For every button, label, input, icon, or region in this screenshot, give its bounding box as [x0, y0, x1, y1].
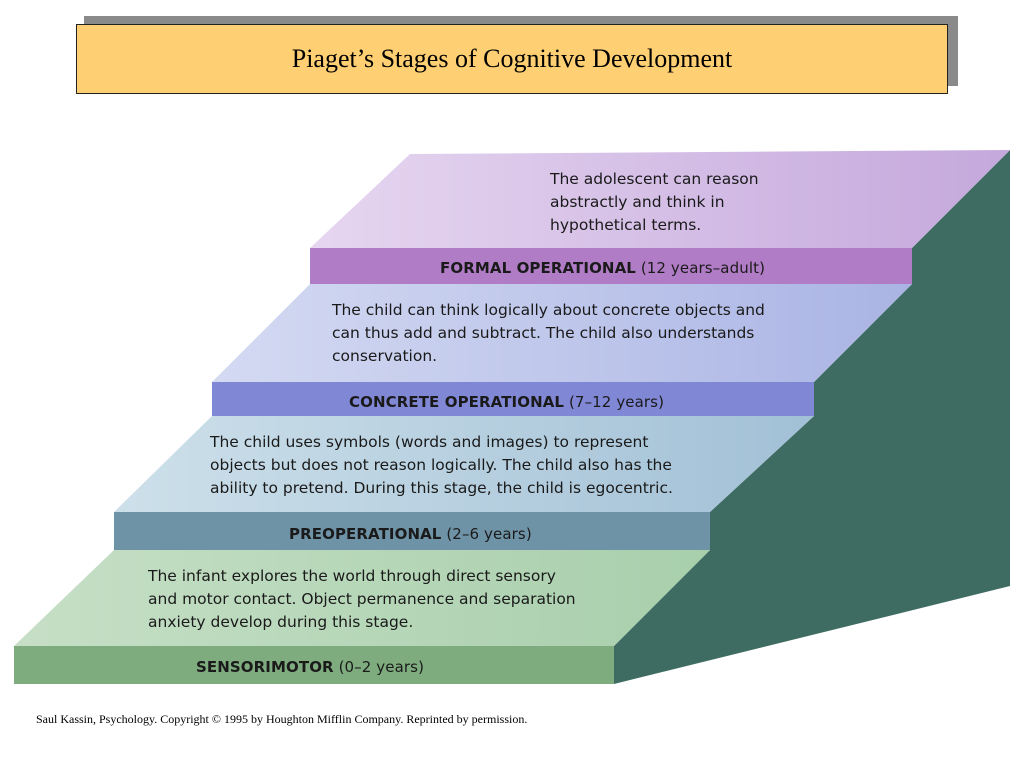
- formal-riser: [310, 248, 912, 284]
- concrete-description: The child can think logically about conc…: [332, 301, 765, 365]
- sensorimotor-top: [14, 550, 710, 646]
- sensorimotor-description: The infant explores the world through di…: [148, 567, 576, 631]
- staircase-side: [614, 150, 1010, 684]
- sensorimotor-riser: [14, 646, 614, 684]
- preoperational-label: PREOPERATIONAL (2–6 years): [289, 525, 532, 543]
- preoperational-description: The child uses symbols (words and images…: [210, 433, 673, 497]
- title-box: Piaget’s Stages of Cognitive Development: [76, 24, 948, 94]
- formal-top: [310, 150, 1010, 248]
- page-title: Piaget’s Stages of Cognitive Development: [291, 44, 733, 73]
- concrete-riser: [212, 382, 814, 416]
- preoperational-top: [114, 416, 814, 512]
- concrete-top: [212, 284, 912, 382]
- preoperational-riser: [114, 512, 710, 550]
- sensorimotor-label: SENSORIMOTOR (0–2 years): [196, 658, 425, 676]
- copyright-credit: Saul Kassin, Psychology. Copyright © 199…: [36, 712, 528, 726]
- formal-label: FORMAL OPERATIONAL (12 years–adult): [440, 259, 766, 277]
- staircase-diagram: The adolescent can reason abstractly and…: [0, 128, 1024, 700]
- concrete-label: CONCRETE OPERATIONAL (7–12 years): [349, 393, 665, 411]
- staircase-graphic: [14, 150, 1010, 684]
- formal-description: The adolescent can reason abstractly and…: [550, 170, 759, 234]
